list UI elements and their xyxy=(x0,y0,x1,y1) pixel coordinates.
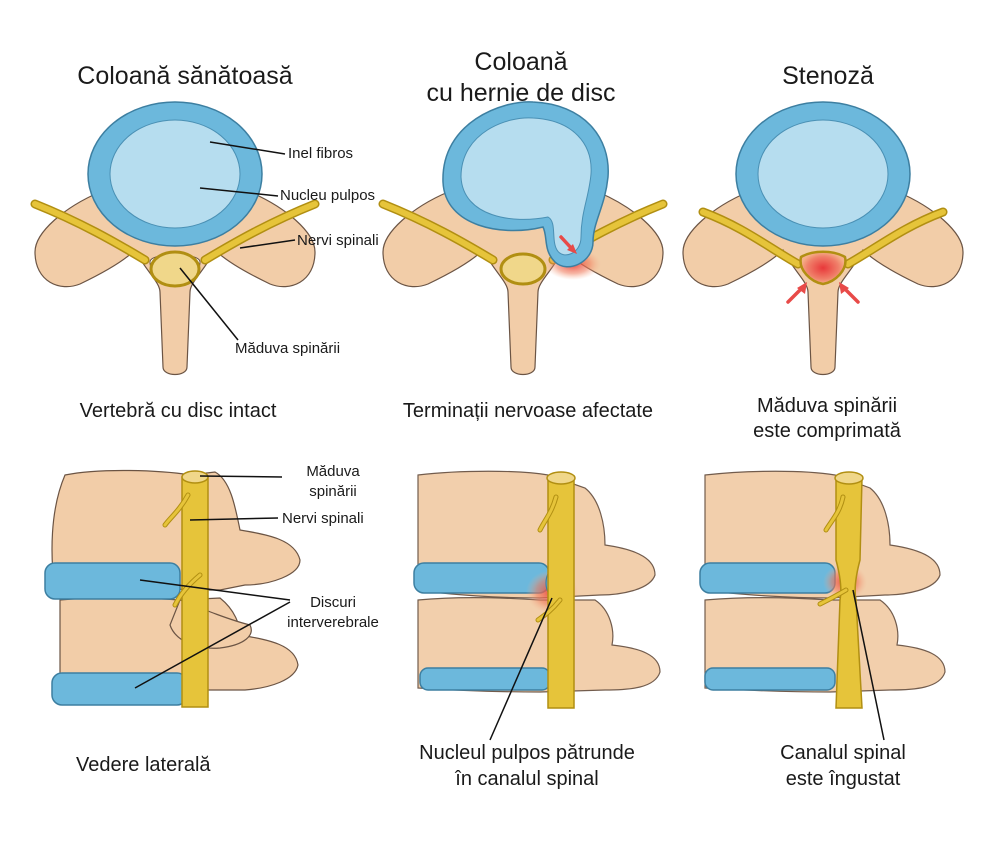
caption-lateral: Vedere laterală xyxy=(76,754,211,776)
lateral-leader-lines xyxy=(134,475,291,689)
title-herniated-line1: Coloană xyxy=(474,48,568,76)
healthy-top-view xyxy=(30,101,320,376)
stenosis-top-view xyxy=(682,101,964,376)
caption-nucleus-line2: în canalul spinal xyxy=(455,768,599,790)
label-cord: Măduva spinării xyxy=(235,340,341,357)
caption-healthy: Vertebră cu disc intact xyxy=(79,400,277,422)
caption-stenosis-line2: este comprimată xyxy=(753,420,901,442)
title-stenosis: Stenoză xyxy=(782,62,874,90)
lateral-stenosis-view xyxy=(699,470,946,709)
caption-canal-line2: este îngustat xyxy=(785,768,901,790)
top-leader-lines xyxy=(179,141,296,341)
lateral-herniated-view xyxy=(413,470,661,709)
herniated-leader-line xyxy=(489,597,553,741)
label-side-cord-line1: Măduva xyxy=(306,463,360,480)
stenosis-leader-line xyxy=(852,589,885,741)
label-side-cord-line2: spinării xyxy=(309,483,357,500)
label-annulus: Inel fibros xyxy=(288,145,354,162)
label-side-nerves: Nervi spinali xyxy=(282,510,364,527)
label-nucleus: Nucleu pulpos xyxy=(280,187,376,204)
caption-stenosis-line1: Măduva spinării xyxy=(756,395,898,417)
caption-nucleus-line1: Nucleul pulpos pătrunde xyxy=(419,742,635,764)
label-discs-line2: interverebrale xyxy=(287,614,379,631)
caption-herniated: Terminații nervoase afectate xyxy=(402,400,654,422)
label-discs-line1: Discuri xyxy=(310,594,356,611)
lateral-healthy-view xyxy=(44,469,301,708)
herniated-top-view xyxy=(378,101,668,376)
title-healthy: Coloană sănătoasă xyxy=(77,62,293,90)
title-herniated-line2: cu hernie de disc xyxy=(426,79,616,107)
label-nerves: Nervi spinali xyxy=(297,232,379,249)
caption-canal-line1: Canalul spinal xyxy=(780,742,906,764)
